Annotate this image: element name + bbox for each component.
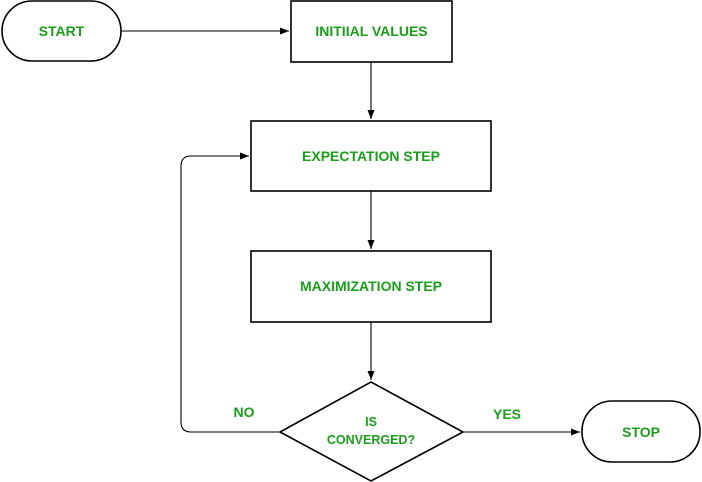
- converged-decision: IS CONVERGED?: [278, 381, 465, 482]
- expectation-step-label: EXPECTATION STEP: [302, 148, 440, 164]
- expectation-step-box: EXPECTATION STEP: [250, 120, 492, 192]
- stop-terminator: STOP: [581, 400, 701, 463]
- edge-label-no: NO: [234, 404, 255, 420]
- initial-values-label: INITIIAL VALUES: [315, 23, 427, 39]
- edge-decision-no-loop: [180, 152, 280, 433]
- maximization-step-box: MAXIMIZATION STEP: [250, 250, 492, 323]
- maximization-step-label: MAXIMIZATION STEP: [300, 278, 442, 294]
- initial-values-box: INITIIAL VALUES: [290, 0, 453, 63]
- decision-label-line2: CONVERGED?: [327, 433, 415, 447]
- start-label: START: [39, 23, 85, 39]
- edge-label-yes: YES: [493, 406, 521, 422]
- start-terminator: START: [1, 0, 122, 62]
- stop-label: STOP: [622, 424, 660, 440]
- decision-label-line1: IS: [365, 415, 377, 429]
